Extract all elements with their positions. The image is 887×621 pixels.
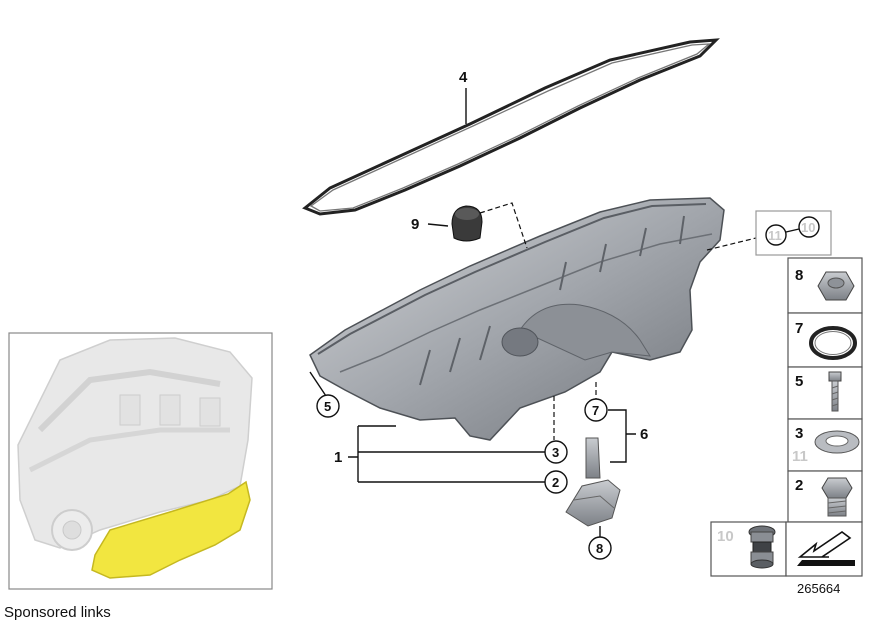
parts-legend: 8 7 5 3 11 2 10 — [710, 257, 863, 577]
callout-1: 1 — [334, 449, 342, 466]
engine-block-illustration — [17, 337, 253, 551]
callout-4: 4 — [459, 69, 468, 86]
callout-5-circle: 5 — [324, 399, 331, 414]
legend-2-number: 2 — [795, 477, 803, 494]
cap-part-9 — [451, 205, 483, 242]
callout-11-circle: 11 — [768, 228, 782, 243]
callout-6: 6 — [640, 426, 648, 443]
sponsored-links-label: Sponsored links — [4, 604, 111, 621]
plug-icon — [748, 525, 776, 569]
o-ring-icon — [809, 326, 857, 360]
arrow-icon — [797, 531, 855, 566]
callout-2-circle: 2 — [552, 475, 559, 490]
engine-thumbnail — [8, 332, 273, 590]
drain-plug-icon — [821, 477, 853, 517]
callout-10-circle: 10 — [801, 220, 815, 235]
legend-7-number: 7 — [795, 320, 803, 337]
oil-sensor-part-6 — [565, 437, 621, 527]
oil-pan-gasket — [302, 38, 720, 216]
sealing-ring-icon — [814, 430, 860, 454]
callout-3-circle: 3 — [552, 445, 559, 460]
nut-icon — [817, 271, 855, 301]
legend-11-number: 11 — [792, 448, 808, 465]
highlighted-oil-pan — [91, 480, 251, 579]
callout-7-circle: 7 — [592, 403, 599, 418]
bolt-icon — [828, 371, 842, 412]
legend-8-number: 8 — [795, 267, 803, 284]
legend-5-number: 5 — [795, 373, 803, 390]
callout-9: 9 — [411, 216, 419, 233]
oil-pan — [309, 197, 725, 441]
legend-10-number: 10 — [717, 528, 734, 545]
callout-8-circle: 8 — [596, 541, 603, 556]
legend-3-number: 3 — [795, 425, 803, 442]
diagram-code: 265664 — [797, 581, 840, 596]
